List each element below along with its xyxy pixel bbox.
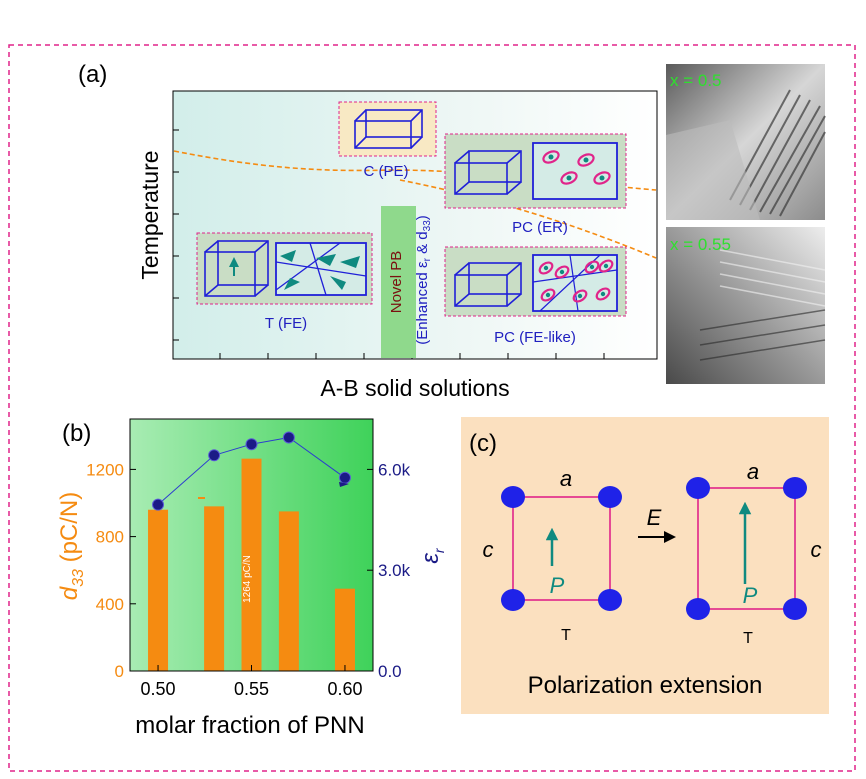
phase-pc-fe-label: PC (FE-like) [494,329,576,346]
bar-d33-4 [334,588,355,671]
x-tick-label-0: 0.50 [141,679,176,699]
er-point-2 [245,438,258,451]
lattice-a-left: a [560,466,572,491]
y-tick-label-0: 0 [115,662,124,681]
phase-c-label: C (PE) [364,163,409,180]
panel-c-label: (c) [469,430,497,457]
x-tick-label-2: 0.60 [327,679,362,699]
polarization-label-right: P [743,583,758,608]
panel-a: (a) Temperature A-B solid solutions Nove… [78,61,826,401]
bar-d33-2 [241,458,262,671]
chart-y2label: εr [417,547,447,564]
unit-cell-left-atoms [501,486,622,611]
phase-pc-er-label: PC (ER) [512,219,568,236]
phase-diagram-xlabel: A-B solid solutions [320,375,509,401]
polar-nanoregion-dipoles [548,154,605,181]
bar-annotation: 1264 pC/N [242,555,253,603]
y-tick-label-3: 1200 [86,460,124,479]
relaxor-nanoregion-icons [538,259,614,303]
lattice-c-left: c [483,537,494,562]
legend-marker-d33 [198,497,205,499]
bar-chart-bars [148,458,355,671]
legend-marker-er [339,482,349,487]
polar-nanoregion-box [532,142,618,200]
tem-image-bottom: x = 0.55 [666,227,826,384]
pc-fe-cell-icon [454,262,522,307]
lattice-a-right: a [747,459,759,484]
polar-nanoregion-icons [542,150,611,185]
phase-label-left: T [561,627,571,644]
bar-d33-0 [148,509,169,671]
tetragonal-cell-icon [204,240,269,297]
phase-boundary-strip [381,206,416,358]
panel-c-background [461,417,829,714]
er-point-4 [338,471,351,484]
y2-tick-label-2: 6.0k [378,460,411,479]
phase-diagram-ylabel: Temperature [137,150,163,279]
er-point-3 [282,431,295,444]
electric-field-label: E [647,505,662,530]
panel-c: (c) a c P T E a c P T Polarization exten… [461,417,829,714]
y-tick-label-2: 800 [96,528,124,547]
lattice-c-right: c [811,537,822,562]
bar-chart-axes: 0 400 800 1200 0.0 3.0k 6.0k 0.50 0.55 0.60 [86,460,410,699]
phase-label-right: T [743,630,753,647]
y2-tick-label-0: 0.0 [378,662,402,681]
panel-b-label: (b) [62,420,91,447]
panel-b: (b) 0 400 800 1200 0.0 3.0k 6.0k 0.50 0.55 0.60 1… [56,418,447,739]
phase-diagram-ticks [173,129,605,359]
bar-d33-1 [204,506,225,671]
tem-image-top: x = 0.5 [666,64,826,220]
pc-er-cell-icon [454,150,522,195]
panel-a-label: (a) [78,61,107,88]
unit-cell-left [512,496,611,601]
er-point-1 [208,449,221,462]
domain-walls [275,242,367,296]
x-tick-label-1: 0.55 [234,679,269,699]
polarization-extension-caption: Polarization extension [528,672,763,699]
polarization-label-left: P [550,573,565,598]
unit-cell-right [697,487,796,610]
pb-subtitle: (Enhanced εr & d33) [414,215,433,345]
domain-arrows [280,250,360,290]
pb-title: Novel PB [388,251,405,314]
unit-cell-right-atoms [686,477,807,620]
figure-border [8,44,856,772]
permittivity-line [152,431,351,511]
bar-d33-3 [278,511,299,671]
chart-ylabel: d33 (pC/N) [56,492,87,601]
er-point-0 [152,498,165,511]
y-tick-label-1: 400 [96,595,124,614]
y2-tick-label-1: 3.0k [378,561,411,580]
tem-bottom-label: x = 0.55 [670,235,731,254]
relaxor-dipoles [543,263,609,299]
cubic-cell-icon [354,109,423,149]
tem-top-label: x = 0.5 [670,71,722,90]
chart-xlabel: molar fraction of PNN [135,712,364,739]
phase-t-label: T (FE) [265,315,307,332]
